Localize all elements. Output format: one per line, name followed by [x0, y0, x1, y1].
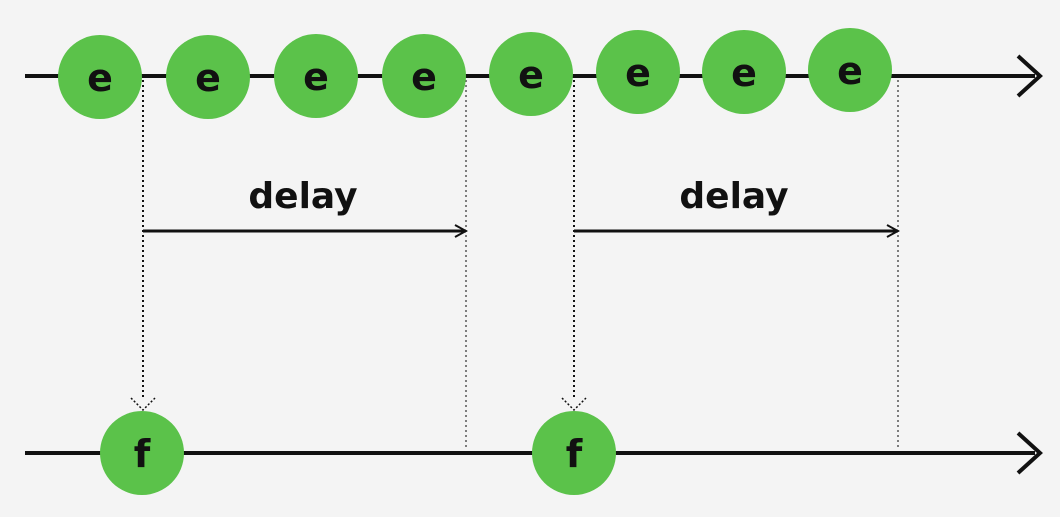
- input-event-3: e: [274, 34, 358, 118]
- output-event-1: f: [100, 411, 184, 495]
- input-event-2: e: [166, 35, 250, 119]
- input-event-1: e: [58, 35, 142, 119]
- emit-arrowhead-1: [130, 397, 156, 412]
- output-event-label: f: [134, 432, 151, 476]
- input-event-label: e: [731, 51, 757, 95]
- input-event-label: e: [411, 55, 437, 99]
- input-event-label: e: [303, 55, 329, 99]
- delay-label-2: delay: [679, 176, 788, 217]
- input-event-4: e: [382, 34, 466, 118]
- input-event-label: e: [195, 56, 221, 100]
- output-event-2: f: [532, 411, 616, 495]
- delay-label-1: delay: [248, 176, 357, 217]
- input-timeline-arrowhead: [1016, 54, 1043, 98]
- input-event-7: e: [702, 30, 786, 114]
- input-event-label: e: [625, 51, 651, 95]
- output-event-label: f: [566, 432, 583, 476]
- emit-arrowhead-2: [561, 397, 587, 412]
- input-event-label: e: [518, 53, 544, 97]
- input-event-label: e: [837, 49, 863, 93]
- input-event-8: e: [808, 28, 892, 112]
- output-timeline-arrowhead: [1016, 431, 1043, 475]
- input-event-label: e: [87, 56, 113, 100]
- input-event-5: e: [489, 32, 573, 116]
- input-event-6: e: [596, 30, 680, 114]
